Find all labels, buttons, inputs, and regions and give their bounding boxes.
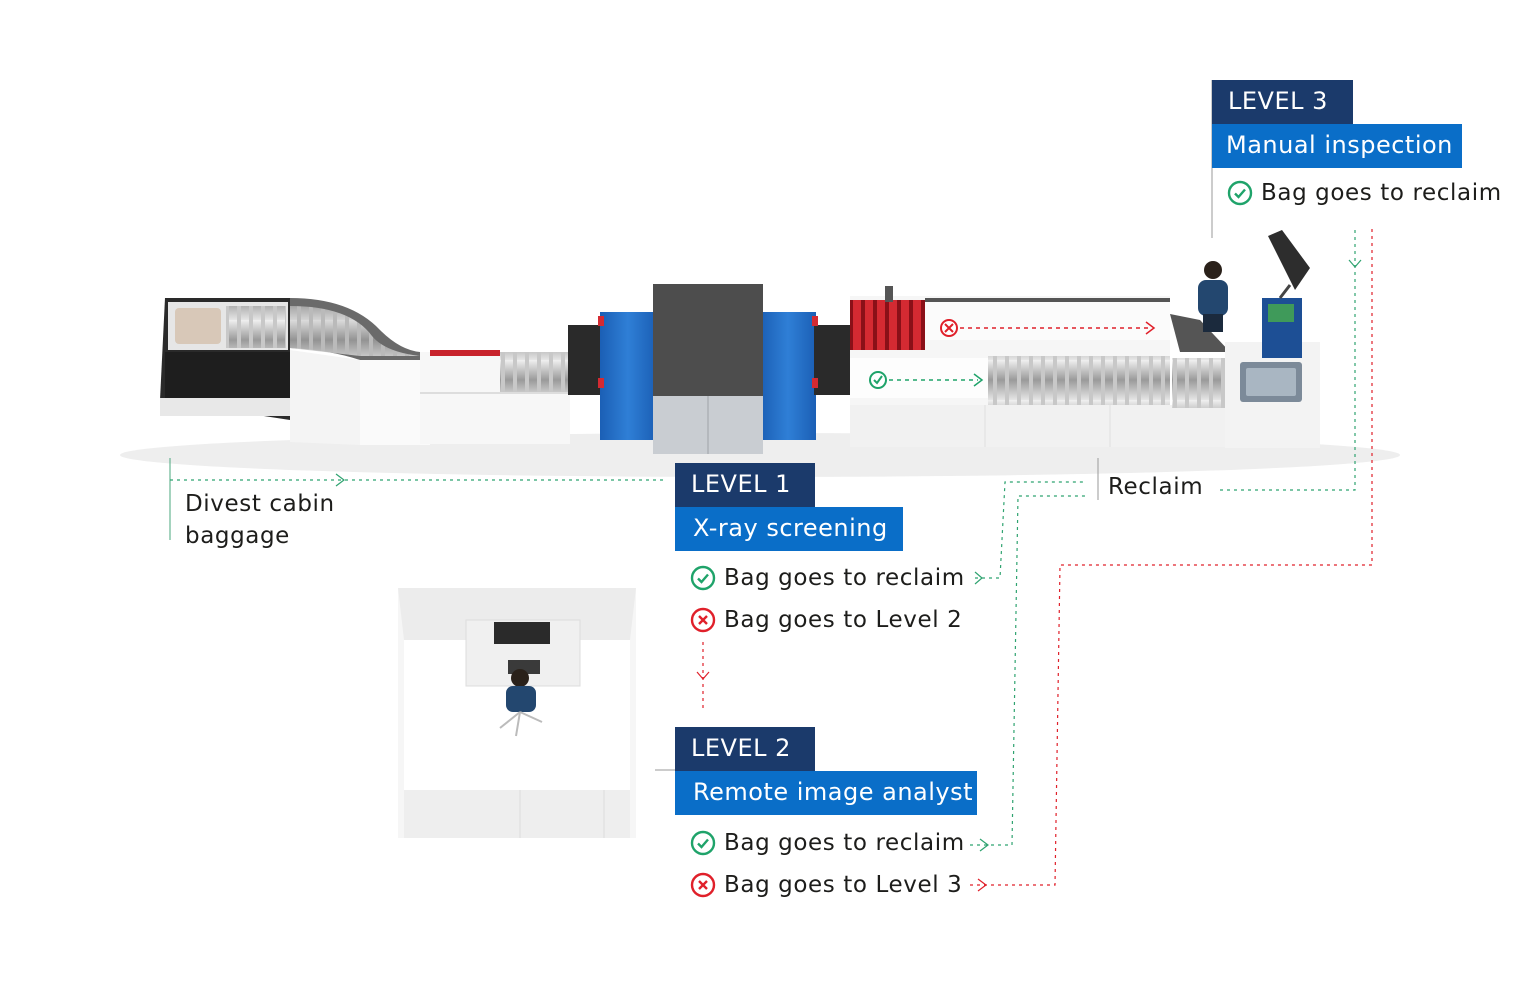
divest-line1: Divest cabin [185, 491, 335, 517]
x-circle-icon [690, 607, 716, 633]
clear-path-marker [869, 371, 984, 389]
level2-item-level3: Bag goes to Level 3 [690, 872, 962, 898]
divest-label: Divest cabin baggage [185, 488, 335, 552]
inspection-station [1225, 230, 1320, 448]
level3-item-reclaim: Bag goes to reclaim [1227, 180, 1502, 206]
xray-machine [568, 284, 850, 454]
check-circle-icon [690, 830, 716, 856]
x-circle-icon [690, 872, 716, 898]
item-text: Bag goes to reclaim [724, 565, 965, 591]
item-text: Bag goes to reclaim [1261, 180, 1502, 206]
level2-title: Remote image analyst [675, 771, 977, 815]
divest-station [160, 298, 430, 445]
item-text: Bag goes to Level 3 [724, 872, 963, 898]
check-circle-icon [1227, 180, 1253, 206]
feed-conveyor [420, 350, 570, 444]
item-text: Bag goes to Level 2 [724, 607, 963, 633]
level3-number: LEVEL 3 [1212, 80, 1353, 124]
level2-item-reclaim: Bag goes to reclaim [690, 830, 965, 856]
reclaim-label: Reclaim [1108, 474, 1204, 500]
level3-title: Manual inspection [1212, 124, 1462, 168]
level2-number: LEVEL 2 [675, 727, 815, 771]
inspector-figure [1198, 261, 1228, 332]
reject-path-marker [940, 319, 1156, 337]
check-circle-icon [690, 565, 716, 591]
item-text: Bag goes to reclaim [724, 830, 965, 856]
remote-analyst-room [398, 588, 636, 838]
divest-line2: baggage [185, 523, 290, 549]
level1-item-reclaim: Bag goes to reclaim [690, 565, 965, 591]
level1-title: X-ray screening [675, 507, 903, 551]
level1-number: LEVEL 1 [675, 463, 815, 507]
level1-item-level2: Bag goes to Level 2 [690, 607, 962, 633]
sorting-area [850, 286, 1240, 447]
